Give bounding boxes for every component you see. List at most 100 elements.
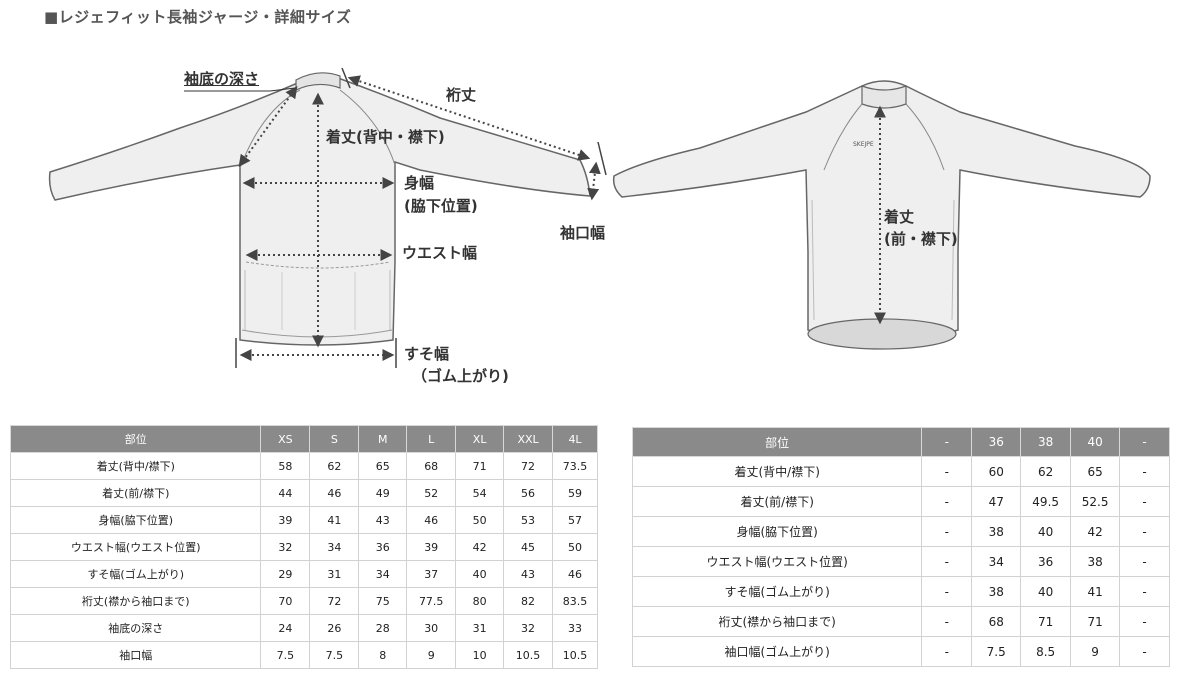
size-value: 62 (1020, 456, 1072, 487)
row-label: 着丈(前/襟下) (631, 486, 923, 517)
size-value: 54 (455, 479, 505, 507)
column-header: 36 (971, 427, 1022, 457)
size-value: 65 (1070, 456, 1121, 487)
size-value: - (921, 546, 973, 577)
size-value: 32 (260, 533, 311, 561)
size-value: 80 (455, 587, 505, 615)
column-header: XS (260, 425, 311, 453)
size-value: - (1119, 636, 1170, 667)
size-value: 34 (309, 533, 360, 561)
size-value: - (1119, 546, 1170, 577)
size-value: 50 (455, 506, 505, 534)
column-header: 40 (1070, 427, 1121, 457)
column-header: S (309, 425, 360, 453)
size-value: 34 (971, 546, 1022, 577)
size-value: 43 (503, 560, 554, 588)
column-header: - (1119, 427, 1170, 457)
row-label: すそ幅(ゴム上がり) (9, 560, 262, 588)
column-header: 38 (1020, 427, 1072, 457)
size-value: 46 (406, 506, 457, 534)
size-value: 58 (260, 452, 311, 480)
row-label: 着丈(背中/襟下) (631, 456, 923, 487)
size-value: - (1119, 486, 1170, 517)
size-value: 62 (309, 452, 360, 480)
size-value: 68 (406, 452, 457, 480)
column-header: 部位 (631, 427, 923, 457)
size-value: 73.5 (552, 452, 598, 480)
size-value: 40 (455, 560, 505, 588)
size-value: 34 (358, 560, 408, 588)
label-sleeve-depth: 袖底の深さ (184, 70, 260, 88)
size-value: 8.5 (1020, 636, 1072, 667)
size-value: 39 (260, 506, 311, 534)
column-header: - (921, 427, 973, 457)
row-label: 袖口幅 (9, 641, 262, 669)
size-value: 7.5 (971, 636, 1022, 667)
size-value: 45 (503, 533, 554, 561)
size-value: 38 (1070, 546, 1121, 577)
label-cuff: 袖口幅 (560, 224, 606, 242)
size-value: 60 (971, 456, 1022, 487)
size-value: 71 (1020, 606, 1072, 637)
size-value: - (921, 456, 973, 487)
jersey-back-view (48, 72, 591, 346)
size-value: 10.5 (552, 641, 598, 669)
row-label: 裄丈(襟から袖口まで) (631, 606, 923, 637)
size-value: 75 (358, 587, 408, 615)
size-value: 43 (358, 506, 408, 534)
size-value: - (1119, 516, 1170, 547)
size-value: 49 (358, 479, 408, 507)
size-value: - (1119, 456, 1170, 487)
row-label: 袖口幅(ゴム上がり) (631, 636, 923, 667)
size-value: - (921, 486, 973, 517)
column-header: 部位 (9, 425, 262, 453)
size-value: 77.5 (406, 587, 457, 615)
size-value: 52 (406, 479, 457, 507)
size-value: 68 (971, 606, 1022, 637)
jersey-diagram: SKEJPE (48, 67, 1151, 368)
size-value: 50 (552, 533, 598, 561)
size-value: 42 (455, 533, 505, 561)
size-value: 10 (455, 641, 505, 669)
size-value: 38 (971, 516, 1022, 547)
row-label: 裄丈(襟から袖口まで) (9, 587, 262, 615)
column-header: XL (455, 425, 505, 453)
size-value: 56 (503, 479, 554, 507)
jersey-front-view: SKEJPE (612, 80, 1151, 350)
size-value: 37 (406, 560, 457, 588)
size-value: 8 (358, 641, 408, 669)
size-value: 7.5 (260, 641, 311, 669)
size-value: - (921, 576, 973, 607)
label-front-length: 着丈 (884, 208, 915, 226)
size-value: 52.5 (1070, 486, 1121, 517)
size-value: 49.5 (1020, 486, 1072, 517)
size-value: 32 (503, 614, 554, 642)
column-header: M (358, 425, 408, 453)
size-value: - (1119, 606, 1170, 637)
size-value: 36 (358, 533, 408, 561)
size-value: 10.5 (503, 641, 554, 669)
label-hem: すそ幅 (404, 345, 450, 363)
row-label: 身幅(脇下位置) (631, 516, 923, 547)
brand-logo: SKEJPE (853, 141, 874, 148)
size-value: 9 (406, 641, 457, 669)
size-value: 41 (309, 506, 360, 534)
size-value: 57 (552, 506, 598, 534)
size-value: 72 (309, 587, 360, 615)
row-label: ウエスト幅(ウエスト位置) (631, 546, 923, 577)
size-value: - (921, 606, 973, 637)
size-value: 28 (358, 614, 408, 642)
size-value: 31 (455, 614, 505, 642)
size-value: - (921, 636, 973, 667)
size-value: 70 (260, 587, 311, 615)
